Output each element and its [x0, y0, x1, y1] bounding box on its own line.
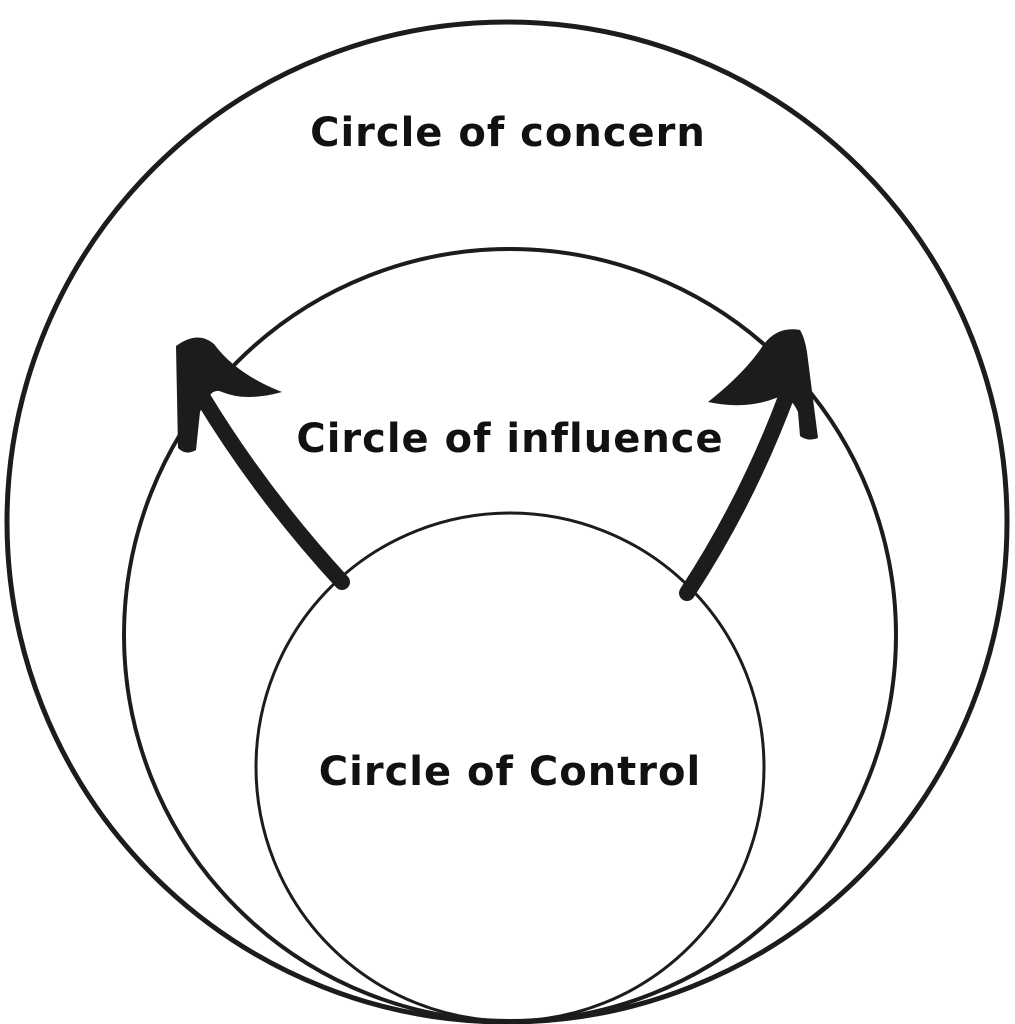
left-arrow-icon — [176, 337, 350, 590]
label-circle-of-influence: Circle of influence — [296, 416, 723, 462]
right-arrow-icon — [679, 329, 818, 601]
label-circle-of-concern: Circle of concern — [310, 110, 706, 156]
circle-of-concern — [4, 19, 1010, 1024]
label-circle-of-control: Circle of Control — [319, 749, 701, 795]
circle-of-control — [254, 511, 766, 1023]
